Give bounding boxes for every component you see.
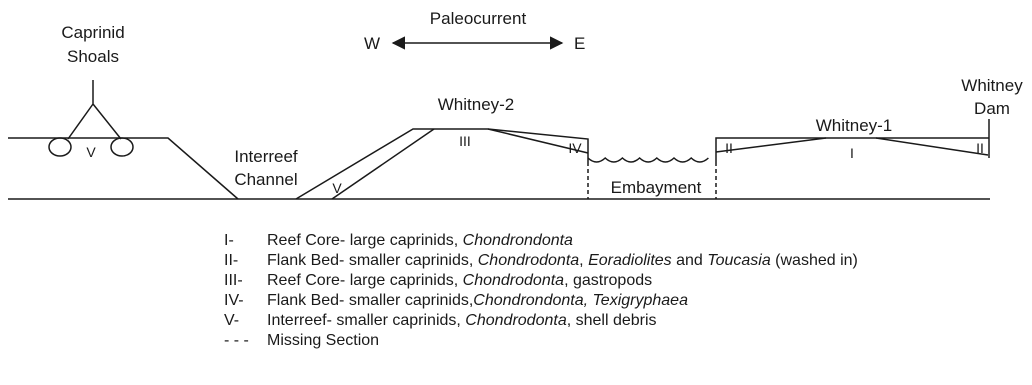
legend-description: Interreef- smaller caprinids, Chondrodon…: [267, 311, 657, 330]
legend-code: III-: [224, 271, 243, 290]
legend-taxon-italic: Eoradiolites: [588, 252, 672, 269]
legend-taxon-italic: Chondrondonta, Texigryphaea: [473, 292, 688, 309]
legend-code: II-: [224, 251, 238, 270]
legend-taxon-italic: Toucasia: [707, 252, 770, 269]
zone-mark-shoals-v: V: [86, 144, 96, 160]
legend-description: Missing Section: [267, 331, 379, 350]
whitney2-flank-inner: [332, 129, 434, 199]
shoals-grain-right: [111, 138, 133, 156]
shoals-pointer-lines: [68, 80, 121, 139]
legend-text: Flank Bed- smaller caprinids,: [267, 252, 478, 269]
legend-description: Flank Bed- smaller caprinids, Chondrodon…: [267, 251, 858, 270]
legend-text: ,: [579, 252, 588, 269]
legend-code: - - -: [224, 331, 249, 350]
east-label: E: [574, 34, 585, 53]
west-label: W: [364, 34, 380, 53]
paleocurrent-title: Paleocurrent: [430, 9, 527, 28]
legend-taxon-italic: Chondrodonta: [463, 272, 564, 289]
shoals-grain-left: [49, 138, 71, 156]
legend-text: Reef Core- large caprinids,: [267, 232, 463, 249]
legend-taxon-italic: Chondrondonta: [463, 232, 573, 249]
zone-mark-whitney2-iii: III: [459, 133, 471, 149]
reef-cross-section-diagram: Paleocurrent W E Caprinid Shoals Interre…: [0, 0, 1032, 220]
caprinid-shoals-label-line1: Caprinid: [61, 23, 124, 42]
caprinid-shoals-label-line2: Shoals: [67, 47, 119, 66]
legend-text: and: [672, 252, 708, 269]
zone-mark-whitney2-iv: IV: [568, 140, 582, 156]
whitney2-label: Whitney-2: [438, 95, 515, 114]
zone-mark-channel-v: V: [332, 180, 342, 196]
legend-code: I-: [224, 231, 234, 250]
legend-text: Interreef- smaller caprinids,: [267, 312, 465, 329]
legend-text: Missing Section: [267, 332, 379, 349]
whitney1-label: Whitney-1: [816, 116, 893, 135]
shoals-platform-outline: [8, 138, 238, 199]
zone-mark-whitney1-i: I: [850, 145, 854, 161]
zone-mark-whitney1-ii-left: II: [725, 140, 733, 156]
whitney1-flank-right: [876, 138, 988, 155]
whitney-dam-label-line1: Whitney: [961, 76, 1023, 95]
legend-taxon-italic: Chondrodonta: [465, 312, 566, 329]
legend-taxon-italic: Chondrodonta: [478, 252, 579, 269]
legend-text: , gastropods: [564, 272, 652, 289]
legend-description: Flank Bed- smaller caprinids,Chondrondon…: [267, 291, 688, 310]
interreef-channel-label-line2: Channel: [234, 170, 297, 189]
legend-text: (washed in): [771, 252, 858, 269]
legend-text: , shell debris: [567, 312, 657, 329]
legend-text: Reef Core- large caprinids,: [267, 272, 463, 289]
legend-description: Reef Core- large caprinids, Chondrodonta…: [267, 271, 652, 290]
legend-description: Reef Core- large caprinids, Chondrondont…: [267, 231, 573, 250]
interreef-channel-label-line1: Interreef: [234, 147, 298, 166]
whitney-dam-label-line2: Dam: [974, 99, 1010, 118]
embayment-label: Embayment: [611, 178, 702, 197]
legend-code: V-: [224, 311, 239, 330]
legend-text: Flank Bed- smaller caprinids,: [267, 292, 473, 309]
legend-code: IV-: [224, 291, 244, 310]
embayment-scallops: [588, 158, 708, 162]
zone-mark-whitney1-ii-right: II: [976, 140, 984, 156]
